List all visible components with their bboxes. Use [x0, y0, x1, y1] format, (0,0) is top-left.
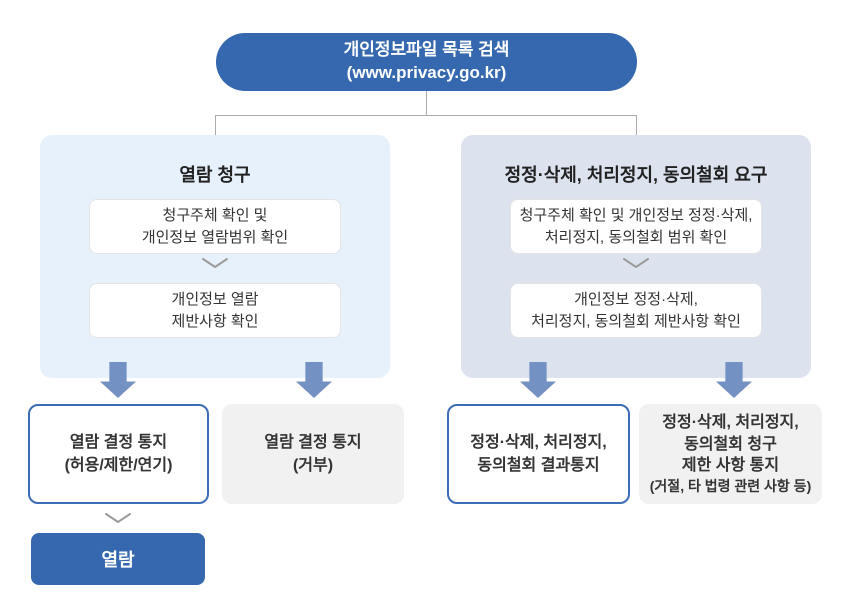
panel-correction-request-title: 정정·삭제, 처리정지, 동의철회 요구 — [504, 165, 768, 185]
outcome-line: 동의철회 청구 — [684, 435, 777, 453]
outcome-view-decision: 열람 결정 통지 (허용/제한/연기) — [28, 404, 209, 504]
panel-view-request: 열람 청구 청구주체 확인 및 개인정보 열람범위 확인 개인정보 열람 제반사… — [40, 135, 390, 378]
root-url: (www.privacy.go.kr) — [346, 63, 507, 82]
outcome-line: (허용/제한/연기) — [64, 457, 173, 474]
step-view-matters-check: 개인정보 열람 제반사항 확인 — [89, 283, 341, 338]
outcome-line: 동의철회 결과통지 — [477, 457, 600, 474]
connector-root-stem — [426, 91, 427, 115]
step-line: 처리정지, 동의철회 범위 확인 — [544, 228, 728, 246]
step-line: 청구주체 확인 및 — [162, 206, 268, 224]
outcome-line: 열람 결정 통지 — [69, 433, 168, 451]
panel-view-request-title: 열람 청구 — [179, 165, 251, 185]
step-line: 개인정보 열람 — [171, 290, 259, 308]
step-line: 개인정보 정정·삭제, — [574, 290, 698, 308]
root-node: 개인정보파일 목록 검색 (www.privacy.go.kr) — [216, 33, 637, 91]
chevron-down-icon — [202, 258, 228, 268]
outcome-line: (거부) — [292, 457, 334, 474]
final-view-node: 열람 — [31, 533, 205, 585]
connector-right-stub — [636, 115, 637, 135]
step-line: 개인정보 열람범위 확인 — [141, 228, 289, 246]
step-correction-matters-check: 개인정보 정정·삭제, 처리정지, 동의철회 제반사항 확인 — [510, 283, 762, 338]
step-correction-subject-check: 청구주체 확인 및 개인정보 정정·삭제, 처리정지, 동의철회 범위 확인 — [510, 199, 762, 254]
step-line: 제반사항 확인 — [171, 312, 259, 330]
step-line: 처리정지, 동의철회 제반사항 확인 — [531, 312, 741, 330]
outcome-line: 정정·삭제, 처리정지, — [470, 433, 607, 451]
outcome-view-denied: 열람 결정 통지 (거부) — [222, 404, 404, 504]
step-view-subject-check: 청구주체 확인 및 개인정보 열람범위 확인 — [89, 199, 341, 254]
outcome-correction-limit: 정정·삭제, 처리정지, 동의철회 청구 제한 사항 통지 (거절, 타 법령 … — [639, 404, 822, 504]
step-line: 청구주체 확인 및 개인정보 정정·삭제, — [519, 206, 753, 224]
outcome-line: 제한 사항 통지 — [681, 457, 780, 475]
outcome-line: 열람 결정 통지 — [264, 433, 362, 451]
chevron-down-icon — [623, 258, 649, 268]
connector-left-stub — [215, 115, 216, 135]
root-title: 개인정보파일 목록 검색 — [343, 40, 510, 60]
chevron-down-icon — [105, 513, 131, 523]
outcome-line: 정정·삭제, 처리정지, — [662, 414, 799, 432]
panel-correction-request: 정정·삭제, 처리정지, 동의철회 요구 청구주체 확인 및 개인정보 정정·삭… — [461, 135, 811, 378]
outcome-line: (거절, 타 법령 관련 사항 등) — [649, 477, 812, 494]
connector-horizontal — [215, 115, 636, 116]
final-view-label: 열람 — [101, 550, 135, 570]
outcome-correction-result: 정정·삭제, 처리정지, 동의철회 결과통지 — [447, 404, 630, 504]
